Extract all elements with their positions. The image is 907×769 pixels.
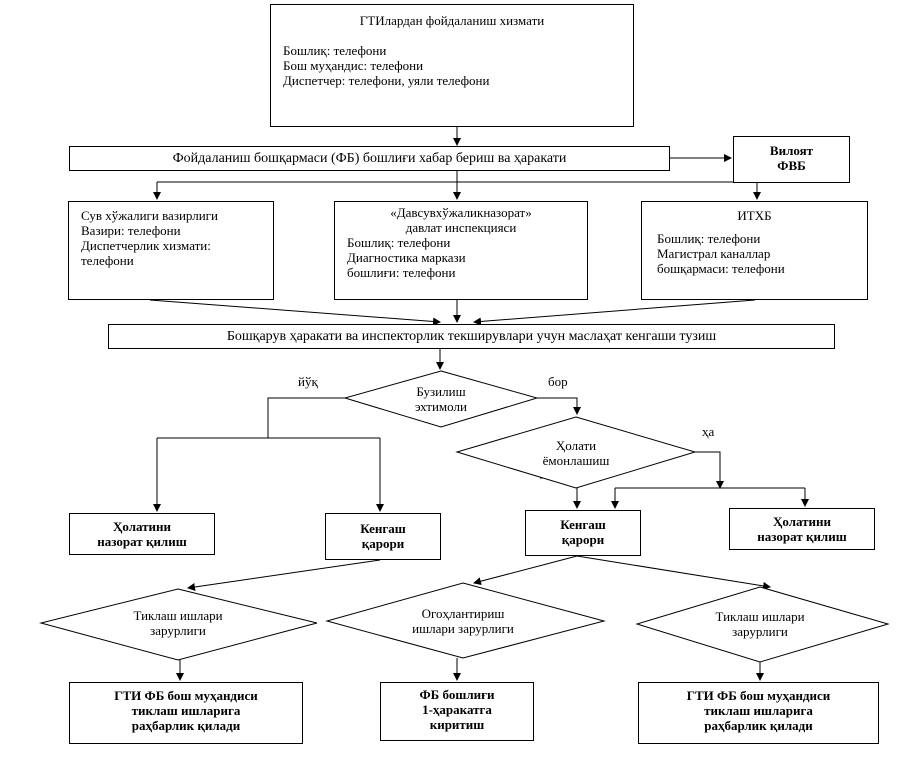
inspection-line-1: «Давсувхўжаликназорат»: [390, 205, 532, 220]
decision-disruption-diamond: [343, 370, 539, 428]
connector-decision2-yes: [695, 451, 724, 489]
monitor-left-box: Ҳолатини назорат қилиш: [69, 513, 215, 555]
viloyat-line-2: ФВБ: [777, 158, 806, 173]
inspection-box: «Давсувхўжаликназорат» давлат инспекцияс…: [334, 201, 588, 300]
arrow-itxb-to-council: [473, 299, 756, 326]
monitor-right-box: Ҳолатини назорат қилиш: [729, 508, 875, 550]
ministry-line-2: Вазири: телефони: [81, 223, 181, 238]
decision-restoration-right-text: Тиклаш ишлари зарурлиги: [690, 609, 830, 639]
arrow-ministry-to-council: [149, 299, 441, 326]
res-left-line-3: раҳбарлик қилади: [131, 718, 241, 733]
council-decision-left-line-2: қарори: [361, 536, 405, 551]
res-right-line-1: ГТИ ФБ бош муҳандиси: [686, 688, 831, 703]
res-mid-line-2: 1-ҳаракатга: [422, 702, 492, 717]
inspection-line-3: Бошлиқ: телефони: [347, 235, 451, 250]
connector-decision1-no: [267, 397, 345, 438]
decision-disruption-text: Бузилиш эхтимоли: [381, 384, 501, 414]
decision-worsening-diamond: [455, 416, 697, 489]
label-yes-2: ҳа: [702, 424, 715, 439]
d-right-line-2: зарурлиги: [732, 624, 788, 639]
label-no: йўқ: [298, 374, 318, 389]
head-action-bar: Фойдаланиш бошқармаси (ФБ) бошлиғи хабар…: [69, 146, 670, 171]
monitor-left-line-2: назорат қилиш: [97, 534, 187, 549]
result-mid-box: ФБ бошлиғи 1-ҳаракатга киритиш: [380, 682, 534, 741]
arrow-council-left-to-d-left: [187, 559, 381, 591]
council-decision-left-line-1: Кенгаш: [360, 521, 406, 536]
res-left-line-2: тиклаш ишларига: [131, 703, 241, 718]
arrow-council-mid-to-d-right: [576, 555, 771, 590]
res-mid-line-3: киритиш: [429, 717, 485, 732]
arrow-council-mid-to-d-mid: [473, 555, 578, 586]
itxb-line-2: Бошлиқ: телефони: [657, 231, 761, 246]
decision-restoration-left-diamond: [39, 588, 318, 661]
itxb-box: ИТХБ Бошлиқ: телефони Магистрал каналлар…: [641, 201, 868, 300]
d-right-line-1: Тиклаш ишлари: [715, 609, 805, 624]
ministry-line-4: телефони: [81, 253, 134, 268]
council-decision-mid-line-1: Кенгаш: [560, 517, 606, 532]
d-left-line-1: Тиклаш ишлари: [133, 608, 223, 623]
decision-worsening-line-2: ёмонлашиш: [542, 453, 610, 468]
inspection-line-4: Диагностика маркази: [347, 250, 466, 265]
operation-service-title: ГТИлардан фойдаланиш хизмати: [359, 13, 545, 28]
viloyat-line-1: Вилоят: [769, 143, 814, 158]
head-action-label: Фойдаланиш бошқармаси (ФБ) бошлиғи хабар…: [172, 151, 567, 166]
d-mid-line-2: ишлари зарурлиги: [412, 621, 514, 636]
decision-worsening-line-1: Ҳолати: [555, 438, 597, 453]
decision-disruption-line-1: Бузилиш: [416, 384, 466, 399]
result-left-box: ГТИ ФБ бош муҳандиси тиклаш ишларига раҳ…: [69, 682, 303, 744]
council-decision-mid-box: Кенгаш қарори: [525, 510, 641, 556]
label-yes: бор: [548, 374, 568, 389]
ministry-line-1: Сув хўжалиги вазирлиги: [81, 208, 218, 223]
council-decision-mid-line-2: қарори: [561, 532, 605, 547]
itxb-line-4: бошқармаси: телефони: [657, 261, 785, 276]
inspection-line-2: давлат инспекцияси: [405, 220, 517, 235]
ministry-line-3: Диспетчерлик хизмати:: [81, 238, 211, 253]
res-left-line-1: ГТИ ФБ бош муҳандиси: [114, 688, 258, 703]
decision-restoration-right-diamond: [635, 586, 890, 663]
ministry-box: Сув хўжалиги вазирлиги Вазири: телефони …: [68, 201, 274, 300]
dispatcher-phone: Диспетчер: телефони, уяли телефони: [283, 73, 490, 88]
res-right-line-2: тиклаш ишларига: [704, 703, 813, 718]
decision-disruption-line-2: эхтимоли: [415, 399, 467, 414]
chief-engineer-phone: Бош муҳандис: телефони: [283, 58, 424, 73]
decision-worsening-text: Ҳолати ёмонлашиш: [516, 438, 636, 468]
chief-phone: Бошлиқ: телефони: [283, 43, 387, 58]
decision-warning-text: Огоҳлантириш ишлари зарурлиги: [386, 606, 540, 636]
d-mid-line-1: Огоҳлантириш: [421, 606, 505, 621]
monitor-left-line-1: Ҳолатини: [112, 519, 172, 534]
monitor-right-line-1: Ҳолатини: [772, 514, 832, 529]
itxb-line-3: Магистрал каналлар: [657, 246, 771, 261]
result-right-box: ГТИ ФБ бош муҳандиси тиклаш ишларига раҳ…: [638, 682, 879, 744]
res-mid-line-1: ФБ бошлиғи: [419, 687, 495, 702]
monitor-right-line-2: назорат қилиш: [757, 529, 847, 544]
council-bar: Бошқарув ҳаракати ва инспекторлик текшир…: [108, 324, 835, 349]
arrow-decision1-yes: [537, 397, 581, 415]
d-left-line-2: зарурлиги: [150, 623, 206, 638]
council-label: Бошқарув ҳаракати ва инспекторлик текшир…: [226, 329, 717, 344]
res-right-line-3: раҳбарлик қилади: [704, 718, 813, 733]
itxb-title: ИТХБ: [737, 208, 772, 223]
decision-restoration-left-text: Тиклаш ишлари зарурлиги: [108, 608, 248, 638]
operation-service-box: ГТИлардан фойдаланиш хизмати Бошлиқ: тел…: [270, 4, 634, 127]
inspection-line-5: бошлиғи: телефони: [347, 265, 456, 280]
viloyat-box: Вилоят ФВБ: [733, 136, 850, 183]
council-decision-left-box: Кенгаш қарори: [325, 513, 441, 560]
decision-warning-diamond: [325, 582, 606, 659]
